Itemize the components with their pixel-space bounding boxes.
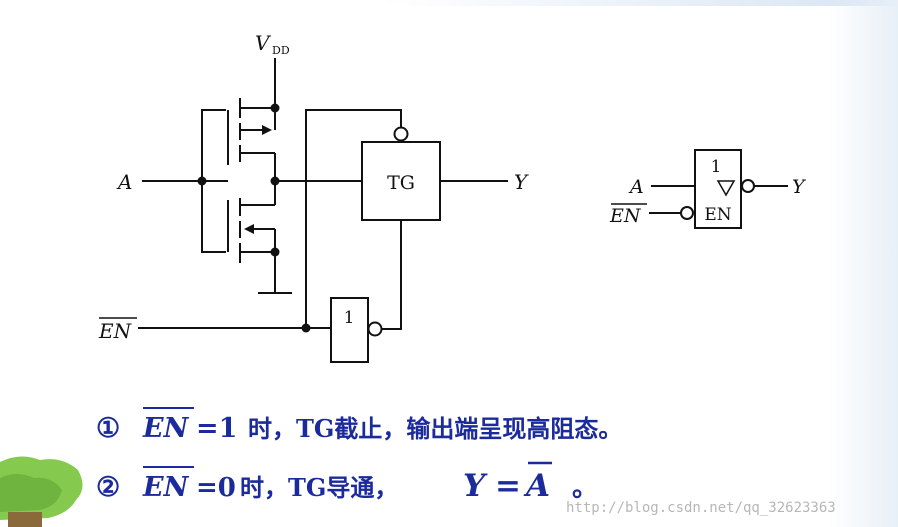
note2-eq-lhs: Y [463, 468, 488, 504]
symbol-en-bubble [680, 206, 694, 220]
symbol-output-y-label: Y [792, 176, 807, 198]
tristate-triangle-icon [716, 180, 736, 197]
symbol-en-label: EN [704, 205, 731, 225]
symbol-output-bubble [741, 179, 755, 193]
transmission-gate-circuit: V DD A [98, 31, 529, 363]
note2-text: 时，TG导通， [240, 473, 398, 502]
watermark-text: http://blog.csdn.net/qq_32623363 [566, 500, 836, 516]
vdd-subscript: DD [272, 44, 290, 57]
input-a-label: A [116, 170, 132, 194]
symbol-gate-label: 1 [711, 157, 722, 177]
note2-number: ② [96, 472, 120, 503]
tristate-symbol: 1 EN A EN Y [609, 149, 807, 229]
right-edge-shade [828, 0, 898, 527]
pmos-transistor [227, 98, 276, 165]
inverter-output-wire [381, 220, 402, 330]
symbol-en-input-label: EN [609, 205, 642, 227]
note2-condition: =0 [196, 473, 236, 503]
note2-eq-rhs: A [523, 468, 550, 504]
symbol-input-a-label: A [628, 176, 644, 198]
symbol-box [694, 149, 742, 229]
tg-control-bubble [393, 126, 409, 142]
vdd-label: V [255, 31, 272, 55]
note1-condition: =1 [196, 413, 237, 444]
nmos-transistor [227, 198, 276, 263]
note-line-1: ① EN =1 时，TG截止，输出端呈现高阻态。 [96, 407, 622, 444]
note-line-2: ② EN =0 时，TG导通， Y = A 。 [96, 461, 598, 504]
note1-number: ① [96, 413, 120, 444]
output-y-label: Y [514, 170, 529, 194]
tree-decoration [0, 456, 83, 527]
note2-en: EN [142, 472, 190, 503]
tg-label: TG [387, 172, 415, 194]
en-label: EN [98, 319, 133, 343]
note1-en: EN [142, 413, 190, 444]
en-control-wire [305, 109, 402, 330]
top-edge-shade [380, 0, 898, 6]
inverter-label: 1 [344, 308, 355, 328]
note2-eq-op: = [495, 468, 521, 504]
note1-text: 时，TG截止，输出端呈现高阻态。 [248, 414, 622, 443]
note2-end: 。 [572, 473, 598, 503]
inverter-bubble [367, 321, 383, 337]
